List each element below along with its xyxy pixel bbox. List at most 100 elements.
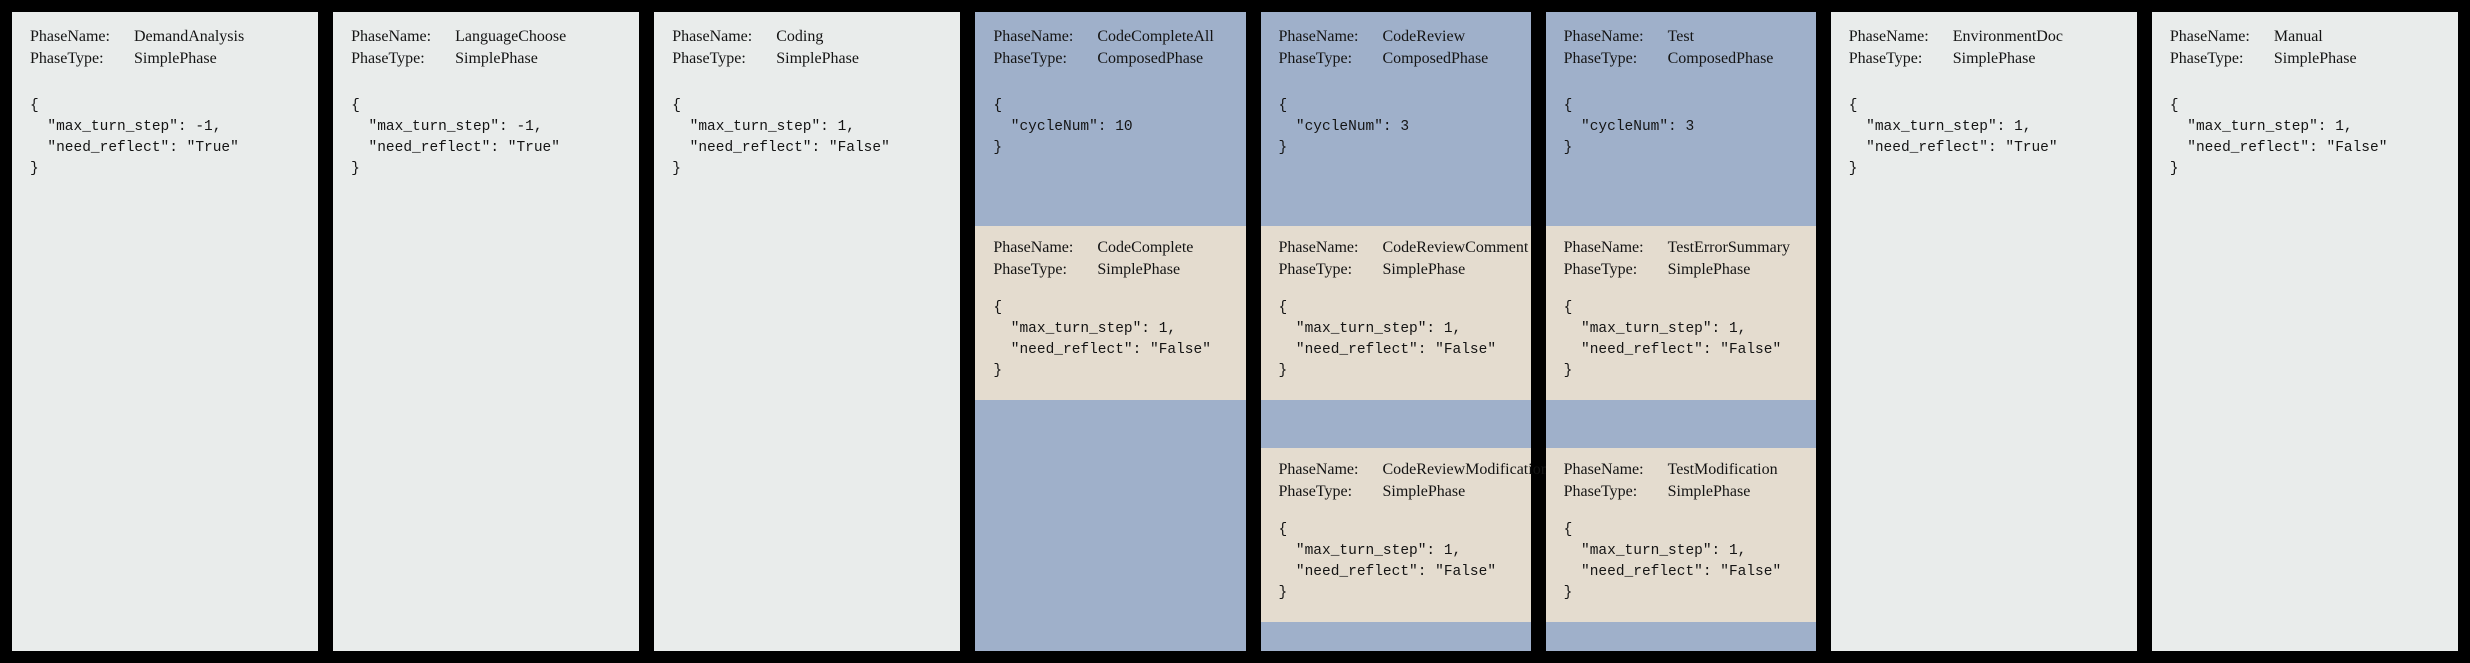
phase-config-json: { "max_turn_step": 1, "need_reflect": "T… [1848, 98, 2058, 177]
phase-name-value: TestModification [1667, 461, 1778, 478]
phase-name-label: PhaseName: [2169, 28, 2250, 45]
sub-phase-card-code-complete: PhaseName: CodeComplete PhaseType: Simpl… [975, 226, 1246, 400]
phase-name-row: PhaseName: Coding [672, 26, 942, 48]
phase-type-value: SimplePhase [455, 50, 538, 67]
phase-type-value: SimplePhase [1667, 483, 1751, 500]
phase-name-value: CodeReviewModification [1382, 461, 1549, 478]
sub-phase-card-code-review-modification: PhaseName: CodeReviewModification PhaseT… [1260, 448, 1549, 622]
phase-config-json: { "max_turn_step": 1, "need_reflect": "F… [1563, 300, 1782, 379]
phase-name-label: PhaseName: [1563, 461, 1644, 478]
phase-type-value: ComposedPhase [1667, 50, 1774, 67]
phase-config-json: { "max_turn_step": 1, "need_reflect": "F… [1563, 522, 1782, 601]
sub-phase-card-test-modification: PhaseName: TestModification PhaseType: S… [1545, 448, 1816, 622]
phase-name-label: PhaseName: [1563, 28, 1644, 45]
phase-config-json: { "max_turn_step": 1, "need_reflect": "F… [672, 98, 890, 177]
sub-phase-card-code-review-comment: PhaseName: CodeReviewComment PhaseType: … [1260, 226, 1531, 400]
phase-name-row: PhaseName: CodeComplete [993, 237, 1227, 259]
phase-config-json: { "max_turn_step": 1, "need_reflect": "F… [2169, 98, 2388, 177]
phase-type-value: ComposedPhase [1097, 50, 1204, 67]
phase-type-row: PhaseType: ComposedPhase [993, 48, 1227, 70]
phase-name-label: PhaseName: [993, 239, 1074, 256]
composed-phase-filler [1546, 622, 1816, 651]
phase-type-row: PhaseType: SimplePhase [1849, 48, 2119, 70]
phase-name-value: CodeReview [1382, 28, 1466, 45]
phase-name-value: Manual [2273, 28, 2323, 45]
phase-type-value: SimplePhase [134, 50, 217, 67]
phase-type-label: PhaseType: [993, 50, 1067, 67]
sub-phase-card-test-error-summary: PhaseName: TestErrorSummary PhaseType: S… [1545, 226, 1816, 400]
phase-card-code-complete-all: PhaseName: CodeCompleteAll PhaseType: Co… [975, 12, 1246, 651]
phase-type-value: SimplePhase [1952, 50, 2036, 67]
phase-config-json: { "max_turn_step": 1, "need_reflect": "F… [993, 300, 1211, 379]
composed-phase-gap [1546, 400, 1816, 448]
phase-name-row: PhaseName: CodeReview [1279, 26, 1513, 48]
phase-name-value: Test [1667, 28, 1695, 45]
phase-config-json: { "max_turn_step": -1, "need_reflect": "… [351, 98, 560, 177]
composed-phase-gap [1261, 400, 1531, 448]
phase-name-value: DemandAnalysis [134, 28, 245, 45]
phase-name-label: PhaseName: [993, 28, 1074, 45]
phase-type-label: PhaseType: [351, 50, 425, 67]
phase-name-row: PhaseName: TestErrorSummary [1564, 237, 1798, 259]
phase-type-label: PhaseType: [1278, 261, 1353, 278]
phase-type-label: PhaseType: [1563, 261, 1638, 278]
phase-type-row: PhaseType: SimplePhase [1279, 481, 1513, 503]
phase-name-value: TestErrorSummary [1667, 239, 1791, 256]
phase-type-value: SimplePhase [1667, 261, 1751, 278]
composed-phase-header: PhaseName: Test PhaseType: ComposedPhase… [1546, 12, 1816, 226]
phase-type-row: PhaseType: SimplePhase [1564, 481, 1798, 503]
phase-name-label: PhaseName: [1563, 239, 1644, 256]
phase-type-label: PhaseType: [2169, 50, 2244, 67]
phase-type-row: PhaseType: ComposedPhase [1564, 48, 1798, 70]
phase-type-row: PhaseType: SimplePhase [2170, 48, 2440, 70]
phase-name-value: CodeReviewComment [1382, 239, 1529, 256]
phase-type-label: PhaseType: [993, 261, 1067, 278]
phase-config-json: { "cycleNum": 3 } [1563, 98, 1695, 156]
phase-card-manual: PhaseName: Manual PhaseType: SimplePhase… [2151, 12, 2458, 651]
phase-type-row: PhaseType: SimplePhase [1279, 259, 1513, 281]
phase-header: PhaseName: Coding PhaseType: SimplePhase [672, 26, 942, 70]
phase-type-row: PhaseType: SimplePhase [30, 48, 300, 70]
phase-card-demand-analysis: PhaseName: DemandAnalysis PhaseType: Sim… [12, 12, 319, 651]
phase-name-value: CodeCompleteAll [1097, 28, 1214, 45]
phase-name-row: PhaseName: CodeCompleteAll [993, 26, 1227, 48]
phase-type-row: PhaseType: SimplePhase [1564, 259, 1798, 281]
phase-config-json: { "max_turn_step": 1, "need_reflect": "F… [1278, 522, 1497, 601]
phase-type-label: PhaseType: [1278, 483, 1353, 500]
phase-type-row: PhaseType: ComposedPhase [1279, 48, 1513, 70]
phase-header: PhaseName: DemandAnalysis PhaseType: Sim… [30, 26, 300, 70]
phase-card-test: PhaseName: Test PhaseType: ComposedPhase… [1545, 12, 1816, 651]
phase-type-value: SimplePhase [1382, 261, 1466, 278]
composed-phase-header: PhaseName: CodeCompleteAll PhaseType: Co… [975, 12, 1245, 226]
phase-name-label: PhaseName: [30, 28, 110, 45]
phase-type-row: PhaseType: SimplePhase [351, 48, 621, 70]
phase-type-value: SimplePhase [2273, 50, 2357, 67]
phase-type-label: PhaseType: [672, 50, 746, 67]
phase-name-value: CodeComplete [1097, 239, 1194, 256]
phase-type-label: PhaseType: [30, 50, 104, 67]
phase-type-row: PhaseType: SimplePhase [993, 259, 1227, 281]
phase-type-value: SimplePhase [776, 50, 859, 67]
composed-phase-header: PhaseName: CodeReview PhaseType: Compose… [1261, 12, 1531, 226]
phase-config-json: { "cycleNum": 10 } [993, 98, 1133, 156]
phase-name-row: PhaseName: LanguageChoose [351, 26, 621, 48]
phase-name-row: PhaseName: Manual [2170, 26, 2440, 48]
phase-name-value: EnvironmentDoc [1952, 28, 2063, 45]
phase-type-row: PhaseType: SimplePhase [672, 48, 942, 70]
phase-card-language-choose: PhaseName: LanguageChoose PhaseType: Sim… [333, 12, 640, 651]
phase-name-label: PhaseName: [1278, 239, 1359, 256]
phase-name-label: PhaseName: [351, 28, 432, 45]
phase-header: PhaseName: Manual PhaseType: SimplePhase [2170, 26, 2440, 70]
phase-header: PhaseName: EnvironmentDoc PhaseType: Sim… [1849, 26, 2119, 70]
phase-name-label: PhaseName: [1278, 461, 1359, 478]
phase-type-value: ComposedPhase [1382, 50, 1489, 67]
phase-card-coding: PhaseName: Coding PhaseType: SimplePhase… [654, 12, 961, 651]
phase-name-value: LanguageChoose [455, 28, 567, 45]
composed-phase-filler [1261, 622, 1531, 651]
phase-card-environment-doc: PhaseName: EnvironmentDoc PhaseType: Sim… [1830, 12, 2137, 651]
phase-type-label: PhaseType: [1278, 50, 1353, 67]
phase-header: PhaseName: LanguageChoose PhaseType: Sim… [351, 26, 621, 70]
phase-type-label: PhaseType: [1563, 50, 1638, 67]
phase-type-label: PhaseType: [1848, 50, 1923, 67]
